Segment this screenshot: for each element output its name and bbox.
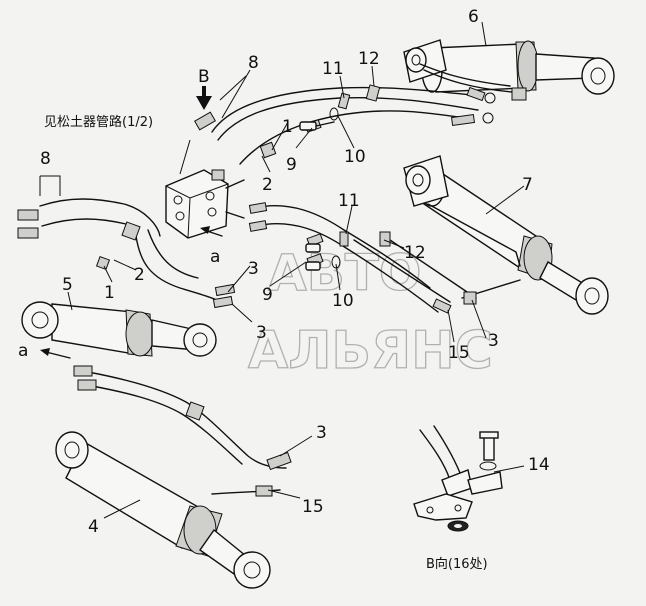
callout-11-mid: 11	[338, 191, 360, 211]
see-reference-note: 见松土器管路(1/2)	[44, 114, 153, 130]
callout-15-bot: 15	[302, 497, 324, 517]
callout-2-mid: 2	[134, 265, 145, 285]
cylinder-6	[403, 39, 615, 95]
callout-9-top: 9	[286, 155, 297, 175]
callout-14: 14	[528, 455, 550, 475]
callout-12-top: 12	[358, 49, 380, 69]
callout-6: 6	[468, 7, 479, 27]
callout-11-top: 11	[322, 59, 344, 79]
view-b-arrow	[196, 86, 212, 110]
callout-3-c: 3	[488, 331, 499, 351]
note-labels: 见松土器管路(1/2) B向(16处) B a a	[18, 67, 488, 572]
cylinder-4	[55, 431, 271, 589]
callout-1-mid: 1	[104, 283, 115, 303]
cylinder-5	[21, 301, 217, 357]
joint-a-label-left: a	[18, 341, 28, 361]
cylinder-7	[403, 155, 609, 315]
callout-3-d: 3	[316, 423, 327, 443]
bolts	[299, 121, 335, 271]
callout-10-top: 10	[344, 147, 366, 167]
callout-15-mid: 15	[448, 343, 470, 363]
callout-4: 4	[88, 517, 99, 537]
callout-9-mid: 9	[262, 285, 273, 305]
callout-8-top: 8	[248, 53, 259, 73]
leader-lines	[39, 21, 525, 519]
callout-5: 5	[62, 275, 73, 295]
callout-3-a: 3	[248, 259, 259, 279]
valve-block	[165, 169, 245, 239]
hose-lines	[39, 86, 521, 495]
view-b-arrow-label: B	[198, 67, 210, 87]
callout-labels: 6 8 11 12 1 9 10 2 8 7 11 12 3 2 1 5 9 1…	[40, 7, 550, 537]
fittings	[17, 84, 527, 497]
joint-a-arrows	[40, 226, 223, 359]
callout-1-top: 1	[282, 117, 293, 137]
callout-12-mid: 12	[404, 243, 426, 263]
callout-10-mid: 10	[332, 291, 354, 311]
view-b-caption: B向(16处)	[426, 556, 488, 572]
joint-a-label-top: a	[210, 247, 220, 267]
watermark-line2: АЛЬЯНС	[248, 321, 493, 381]
callout-8-left: 8	[40, 149, 51, 169]
callout-7: 7	[522, 175, 533, 195]
detail-view-b	[413, 425, 503, 532]
callout-2-top: 2	[262, 175, 273, 195]
callout-3-b: 3	[256, 323, 267, 343]
watermark-line1: АВТО	[268, 244, 421, 302]
